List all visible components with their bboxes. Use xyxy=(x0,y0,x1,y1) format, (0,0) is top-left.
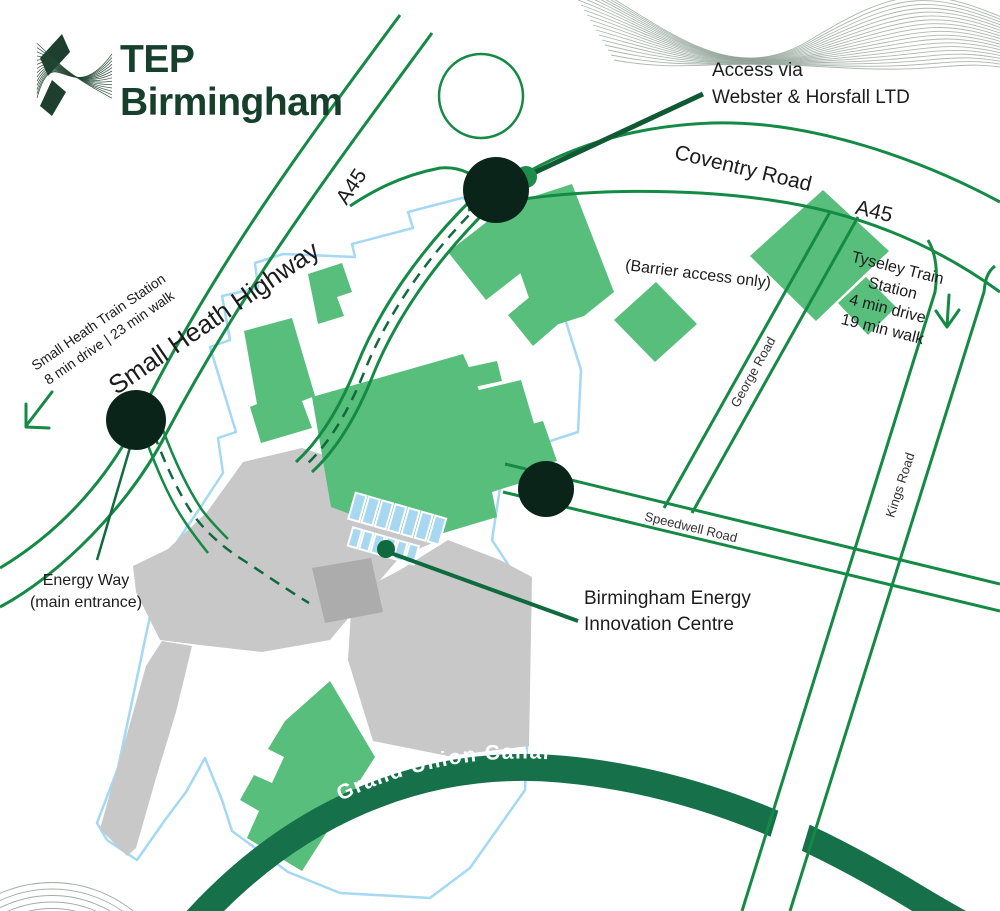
energy-way-route-dashed xyxy=(152,433,310,605)
george-road-line-1 xyxy=(662,211,832,509)
logo-line-1: TEP xyxy=(120,38,195,81)
small-heath-highway-line-1 xyxy=(0,14,402,570)
roundabout xyxy=(437,52,525,140)
george-road-line-2 xyxy=(690,216,860,514)
beic-label: Birmingham Energy Innovation Centre xyxy=(584,588,751,635)
speedwell-road-line-2 xyxy=(502,490,1000,613)
grand-union-canal xyxy=(186,753,967,911)
logo-wave-mark xyxy=(36,34,113,116)
energy-way-edge-1 xyxy=(144,439,209,554)
dashed-routes xyxy=(152,201,483,605)
access-junction-marker xyxy=(463,157,529,223)
green-buildings xyxy=(240,184,896,871)
beic-dot xyxy=(377,540,395,558)
dark-grey-building xyxy=(312,558,383,623)
top-right-wave-decoration xyxy=(577,0,1000,70)
direction-arrows xyxy=(24,293,961,430)
logo-line-2: Birmingham xyxy=(120,81,343,124)
energy-way-label: Energy Way (main entrance) xyxy=(29,572,143,611)
tyseley-arrow-icon xyxy=(934,293,961,329)
energy-way-junction-marker xyxy=(106,390,166,450)
access-road-edge-1 xyxy=(294,195,476,464)
speedwell-road-line-1 xyxy=(504,462,1000,586)
roads xyxy=(0,14,1000,911)
energy-way-leader-line xyxy=(95,433,136,561)
small-heath-arrow-icon xyxy=(24,390,54,430)
access-leader-line xyxy=(525,91,705,179)
coventry-road-line-2 xyxy=(467,189,1000,294)
beic-building-panels xyxy=(346,491,448,566)
kings-road-bridge xyxy=(749,287,969,911)
small-heath-highway-line-2 xyxy=(0,32,434,609)
energy-way-edge-2 xyxy=(161,429,229,540)
access-route-dashed xyxy=(303,201,483,468)
bottom-left-wave-decoration xyxy=(0,882,134,911)
access-label: Access via Webster & Horsfall LTD xyxy=(712,60,910,108)
kings-road-line-1 xyxy=(740,239,938,911)
speedwell-junction-marker xyxy=(518,461,574,517)
access-road-edge-2 xyxy=(310,205,492,474)
coventry-road-line-1 xyxy=(496,121,1000,204)
beic-leader-line xyxy=(387,550,579,623)
kings-road-line-2 xyxy=(788,264,996,911)
logo: TEP Birmingham xyxy=(120,38,343,124)
